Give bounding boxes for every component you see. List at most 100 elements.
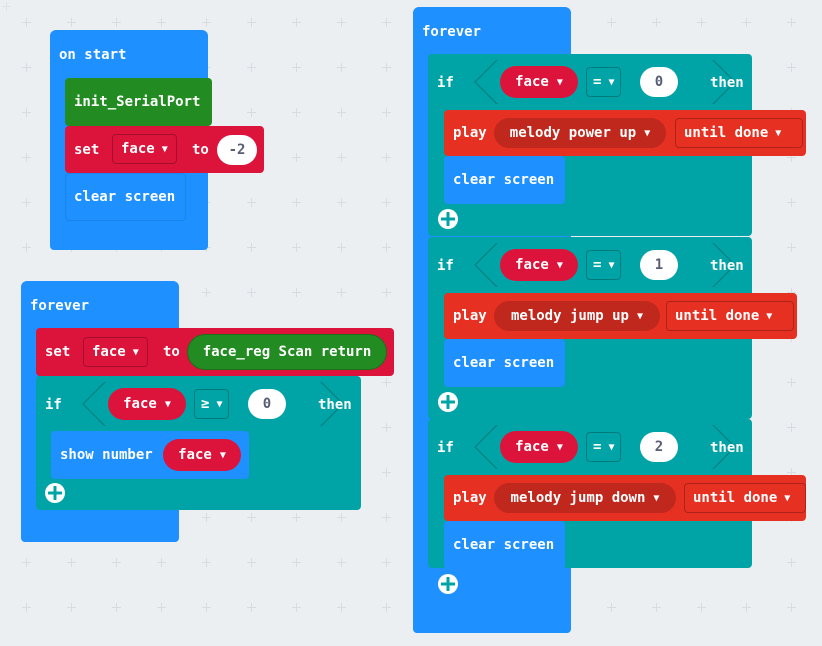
then-label: then: [710, 258, 744, 274]
dropdown-arrow-icon: ▼: [556, 259, 563, 271]
add-plus-icon[interactable]: [438, 392, 458, 412]
then-label: then: [710, 75, 744, 91]
variable-reporter[interactable]: face▼: [500, 431, 578, 463]
grid-mark: [247, 18, 256, 27]
grid-mark: [337, 108, 346, 117]
clear-screen-block[interactable]: clear screen: [444, 156, 565, 204]
variable-reporter[interactable]: face ▼: [500, 249, 578, 281]
grid-mark: [247, 108, 256, 117]
to-label: to: [192, 142, 209, 158]
dropdown-arrow-icon: ▼: [219, 449, 226, 461]
variable-reporter[interactable]: face▼: [108, 388, 186, 420]
grid-mark: [292, 558, 301, 567]
number-input[interactable]: 1: [640, 250, 678, 280]
grid-mark: [787, 153, 796, 162]
compare-condition-block[interactable]: face▼=▼0: [476, 60, 734, 104]
clear-screen-block[interactable]: clear screen: [444, 521, 565, 569]
add-plus-icon[interactable]: [438, 574, 458, 594]
variable-dropdown[interactable]: face▼: [83, 337, 148, 367]
clear-screen-block[interactable]: clear screen: [444, 339, 565, 387]
variable-name: face: [178, 447, 212, 463]
face-reg-scan-return-block[interactable]: face_reg Scan return: [187, 334, 387, 370]
variable-reporter[interactable]: face ▼: [163, 439, 241, 471]
grid-mark: [247, 603, 256, 612]
grid-mark: [292, 153, 301, 162]
forever-label: forever: [422, 24, 482, 40]
grid-mark: [292, 513, 301, 522]
operator-value: =: [593, 74, 602, 90]
compare-condition-block[interactable]: face▼=▼1: [476, 243, 734, 287]
grid-mark: [247, 243, 256, 252]
grid-mark: [22, 198, 31, 207]
operator-dropdown[interactable]: =▼: [586, 432, 621, 462]
grid-mark: [337, 513, 346, 522]
number-input[interactable]: 0: [640, 67, 678, 97]
play-mode-dropdown[interactable]: until done▼: [666, 301, 794, 331]
grid-mark: [652, 18, 661, 27]
grid-mark: [337, 18, 346, 27]
dropdown-arrow-icon: ▼: [766, 310, 773, 322]
grid-mark: [787, 198, 796, 207]
grid-mark: [292, 63, 301, 72]
grid-mark: [787, 603, 796, 612]
melody-dropdown[interactable]: melody jump up▼: [494, 301, 660, 331]
grid-mark: [337, 288, 346, 297]
grid-mark: [22, 63, 31, 72]
number-input[interactable]: 2: [640, 432, 678, 462]
compare-condition-block[interactable]: face▼ =▼ 2: [476, 425, 734, 469]
set-label: set: [45, 344, 71, 360]
show-number-block[interactable]: show number face▼: [51, 431, 249, 479]
add-plus-icon[interactable]: [438, 209, 458, 229]
init-serialport-label: init_SerialPort: [74, 94, 201, 110]
variable-dropdown[interactable]: face▼: [112, 134, 177, 164]
melody-dropdown[interactable]: melody jump down▼: [494, 483, 676, 513]
grid-mark: [67, 603, 76, 612]
clear-screen-block[interactable]: clear screen: [65, 173, 186, 221]
grid-mark: [67, 18, 76, 27]
play-mode-dropdown[interactable]: until done▼: [675, 118, 803, 148]
clear-screen-label: clear screen: [453, 355, 555, 371]
compare-condition-block[interactable]: face▼ ≥▼ 0: [84, 382, 342, 426]
variable-name: face: [515, 257, 549, 273]
if-block[interactable]: if face▼ ≥▼ 0 then show number face▼: [36, 376, 361, 510]
if-label: if: [437, 258, 454, 274]
play-mode-dropdown[interactable]: until done▼: [684, 483, 806, 513]
value-input[interactable]: -2: [217, 135, 257, 165]
on-start-label: on start: [59, 47, 127, 63]
grid-mark: [112, 18, 121, 27]
grid-mark: [292, 288, 301, 297]
grid-mark: [112, 603, 121, 612]
melody-dropdown[interactable]: melody power up▼: [494, 118, 666, 148]
operator-dropdown[interactable]: =▼: [586, 67, 621, 97]
grid-mark: [292, 243, 301, 252]
operator-dropdown[interactable]: ≥▼: [194, 389, 229, 419]
set-face-block[interactable]: set face▼ to face_reg Scan return: [36, 328, 394, 376]
number-input[interactable]: 0: [248, 389, 286, 419]
grid-mark: [292, 108, 301, 117]
play-mode-value: until done: [693, 490, 778, 506]
melody-name: melody power up: [509, 125, 637, 141]
grid-mark: [742, 18, 751, 27]
clear-screen-label: clear screen: [453, 172, 555, 188]
grid-mark: [382, 63, 391, 72]
dropdown-arrow-icon: ▼: [608, 76, 615, 88]
grid-mark: [697, 603, 706, 612]
set-face-block[interactable]: set face▼ to -2: [65, 126, 264, 173]
grid-mark: [787, 423, 796, 432]
init-serialport-block[interactable]: init_SerialPort: [65, 78, 212, 126]
add-plus-icon[interactable]: [45, 483, 65, 503]
grid-mark: [787, 468, 796, 477]
operator-dropdown[interactable]: =▼: [586, 250, 621, 280]
variable-reporter[interactable]: face▼: [500, 66, 578, 98]
grid-mark: [382, 243, 391, 252]
grid-mark: [157, 558, 166, 567]
dropdown-arrow-icon: ▼: [608, 259, 615, 271]
grid-mark: [652, 603, 661, 612]
grid-mark: [22, 108, 31, 117]
